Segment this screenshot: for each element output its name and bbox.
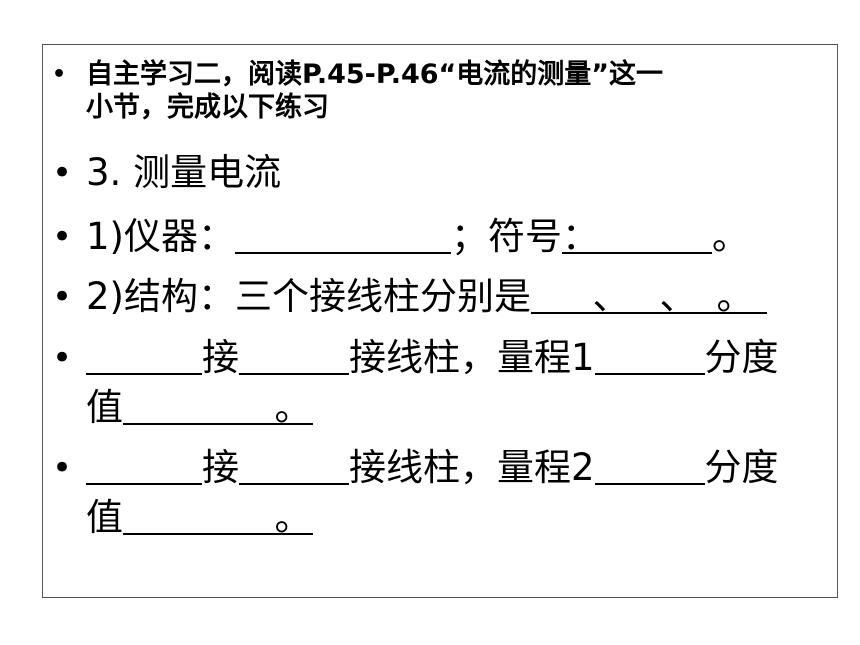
instrument-blank[interactable]	[234, 212, 451, 254]
symbol-label: ；符号	[450, 215, 562, 258]
range-1-connect: 接	[202, 336, 239, 379]
intro-line-1: 自主学习二，阅读P.45-P.46“电流的测量”这一	[86, 59, 664, 90]
range-1-value-blank[interactable]	[594, 333, 705, 375]
range-2-connect: 接	[202, 446, 239, 489]
content-frame	[42, 44, 838, 598]
range-2-terminal-b-blank[interactable]	[239, 443, 349, 485]
range-2-item: • 接 接线柱，量程2 分度 值 。	[52, 443, 832, 543]
bullet-icon: •	[52, 448, 73, 488]
bullet-icon: •	[52, 62, 67, 87]
range-1-division-blank[interactable]: 。	[123, 383, 313, 429]
terminals-blank[interactable]: 、、。	[530, 272, 767, 318]
bullet-icon: •	[52, 153, 73, 193]
intro-text: 自主学习二，阅读P.45-P.46“电流的测量”这一 小节，完成以下练习	[86, 58, 663, 124]
heading-item: • 3. 测量电流	[52, 148, 832, 198]
range-1-item: • 接 接线柱，量程1 分度 值 。	[52, 333, 832, 433]
range-2-scale-label: 分度	[704, 446, 779, 489]
symbol-colon: ：	[561, 215, 599, 258]
structure-item: • 2)结构：三个接线柱分别是、、。	[52, 272, 832, 322]
range-1-value-label: 值	[86, 386, 123, 429]
range-2-terminal-a-blank[interactable]	[86, 443, 202, 485]
range-1-terminal-a-blank[interactable]	[86, 333, 202, 375]
range-2-division-blank[interactable]: 。	[123, 493, 313, 539]
range-2-text: 接 接线柱，量程2 分度 值 。	[86, 443, 779, 543]
range-1-end: 。	[274, 386, 312, 429]
instrument-end: 。	[711, 215, 749, 258]
instrument-line: 1)仪器： ；符号： 。	[86, 212, 749, 262]
range-2-value-label: 值	[86, 496, 123, 539]
section-heading: 3. 测量电流	[86, 151, 282, 194]
instrument-item: • 1)仪器： ；符号： 。	[52, 212, 832, 262]
separator-2: 、	[659, 275, 697, 318]
range-2-end: 。	[274, 496, 312, 539]
bullet-icon: •	[52, 277, 73, 317]
intro-item: • 自主学习二，阅读P.45-P.46“电流的测量”这一 小节，完成以下练习	[52, 58, 832, 128]
instrument-label: 1)仪器：	[86, 215, 235, 258]
range-1-terminal-label: 接线柱，量程1	[349, 336, 595, 379]
symbol-blank[interactable]: ：	[561, 212, 712, 258]
range-1-text: 接 接线柱，量程1 分度 值 。	[86, 333, 779, 433]
structure-end: 。	[716, 275, 754, 318]
range-2-terminal-label: 接线柱，量程2	[349, 446, 595, 489]
structure-line: 2)结构：三个接线柱分别是、、。	[86, 272, 767, 322]
structure-label: 2)结构：三个接线柱分别是	[86, 275, 531, 318]
range-1-scale-label: 分度	[704, 336, 779, 379]
bullet-icon: •	[52, 217, 73, 257]
separator-1: 、	[592, 275, 630, 318]
range-2-value-blank[interactable]	[594, 443, 705, 485]
intro-line-2: 小节，完成以下练习	[86, 92, 329, 123]
range-1-terminal-b-blank[interactable]	[239, 333, 349, 375]
bullet-icon: •	[52, 338, 73, 378]
